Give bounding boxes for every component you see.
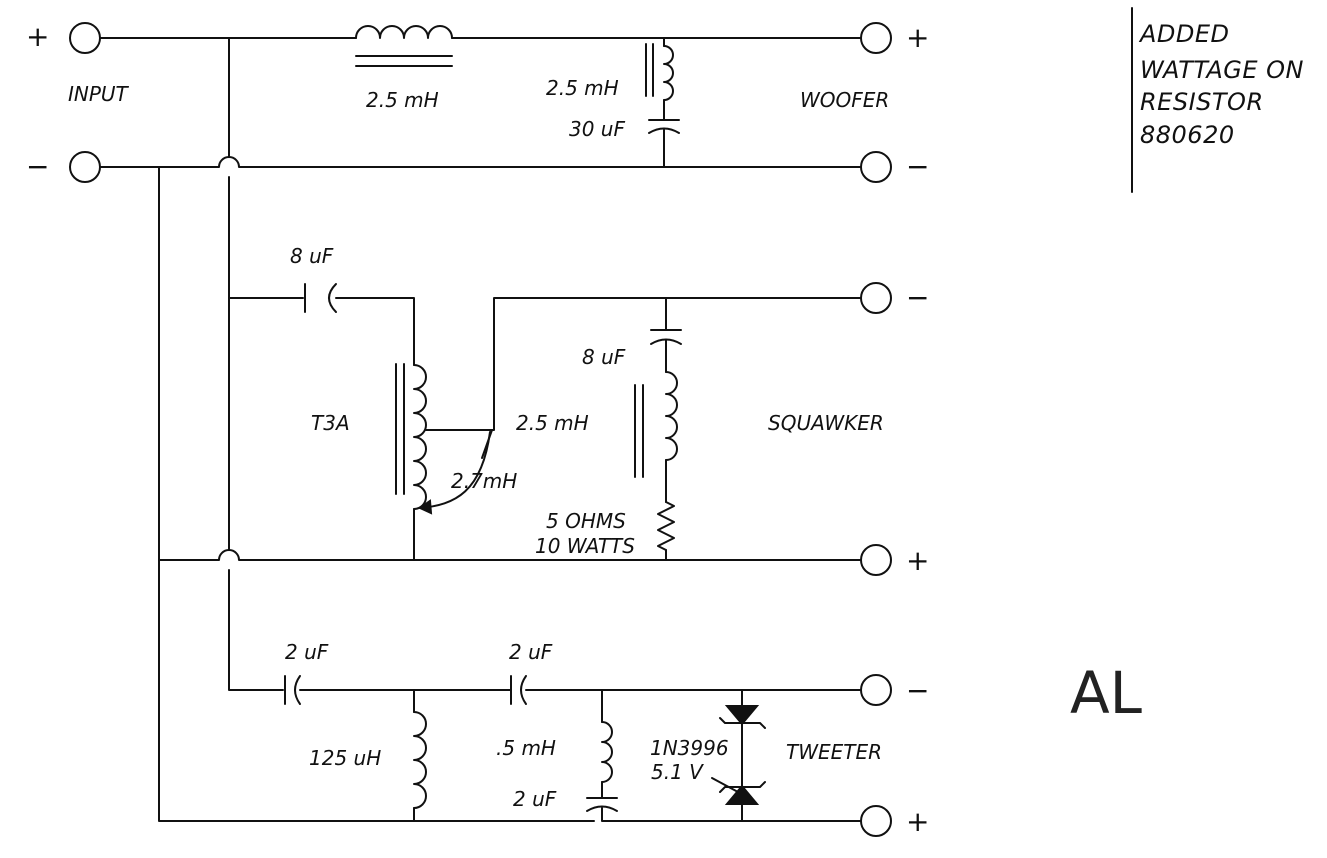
resistor-icon (657, 501, 675, 551)
input-minus-sign: − (26, 150, 49, 183)
tweeter-plus-sign: + (906, 805, 929, 838)
squawker-cap-wire (335, 297, 415, 366)
shunt-inductor-core-icon (645, 43, 654, 97)
transformer-label: T3A (311, 411, 350, 435)
squawker-input-capacitor-label: 8 uF (290, 244, 334, 268)
tweeter-cap3-label: 2 uF (513, 787, 557, 811)
squawker-minus-sign: − (906, 281, 929, 314)
tweeter-cap1-icon (284, 675, 301, 705)
diode-voltage-label: 5.1 V (651, 760, 704, 784)
note-line-4: 880620 (1140, 121, 1235, 149)
tweeter-minus-sign: − (906, 674, 929, 707)
zener-diode-bottom-icon (724, 784, 760, 805)
squawker-minus-terminal (860, 282, 892, 314)
zener-bar-top-icon (719, 717, 766, 729)
tweeter-bottom-wire (601, 807, 862, 822)
diode-part-label: 1N3996 (650, 736, 729, 760)
tap-inductance-label: 2.7mH (451, 469, 517, 493)
note-line-3: RESISTOR (1140, 88, 1264, 116)
zener-pointer-line (711, 777, 739, 793)
tweeter-wiring (284, 675, 862, 822)
tweeter-label: TWEETER (786, 740, 882, 764)
squawker-inductor-core-icon (634, 384, 644, 478)
shunt-inductor-icon (663, 45, 674, 101)
tap-arrow-upper (481, 429, 493, 459)
woofer-plus-sign: + (906, 21, 929, 54)
tweeter-plus-terminal (860, 805, 892, 837)
inductor-core-icon (355, 55, 453, 67)
squawker-inductor-label: 2.5 mH (516, 411, 589, 435)
zener-bar-bottom-icon (719, 781, 766, 793)
plus-bus-wire (228, 37, 284, 691)
zener-diode-top-icon (724, 705, 760, 726)
tweeter-cap2-icon (510, 675, 527, 705)
woofer-minus-terminal (860, 151, 892, 183)
squawker-capacitor-label: 8 uF (582, 345, 626, 369)
transformer-coil-icon (413, 364, 427, 510)
resistor-watts-label: 10 WATTS (535, 534, 635, 558)
woofer-minus-sign: − (906, 150, 929, 183)
minus-bus-wire (158, 166, 595, 822)
woofer-capacitor-label: 30 uF (569, 117, 625, 141)
squawker-plus-rail-wire (158, 549, 862, 561)
input-label: INPUT (68, 82, 130, 106)
shunt-inductor-label: 2.5 mH (546, 76, 619, 100)
woofer-wiring (99, 25, 862, 168)
tweeter-125uh-label: 125 uH (309, 746, 381, 770)
input-minus-terminal (69, 151, 101, 183)
input-plus-terminal (69, 22, 101, 54)
bus-wiring (158, 37, 862, 822)
woofer-capacitor-icon (648, 119, 680, 134)
tweeter-cap1-label: 2 uF (285, 640, 329, 664)
tweeter-05mh-inductor-icon (601, 721, 613, 783)
tweeter-cap3-icon (586, 797, 618, 812)
note-line-2: WATTAGE ON (1140, 56, 1304, 84)
handwritten-initials: AL (1070, 659, 1142, 727)
squawker-input-capacitor-icon (304, 283, 337, 313)
tweeter-cap2-label: 2 uF (509, 640, 553, 664)
note-line-1: ADDED (1138, 20, 1230, 48)
squawker-label: SQUAWKER (768, 411, 884, 435)
series-inductor-icon (355, 25, 453, 39)
tweeter-05mh-label: .5 mH (496, 736, 556, 760)
transformer-core-icon (395, 363, 405, 495)
tweeter-minus-terminal (860, 674, 892, 706)
tap-arrow-head-icon (417, 499, 433, 515)
series-inductor-label: 2.5 mH (366, 88, 439, 112)
resistor-ohms-label: 5 OHMS (546, 509, 626, 533)
woofer-label: WOOFER (800, 88, 889, 112)
woofer-plus-terminal (860, 22, 892, 54)
squawker-wiring (228, 283, 862, 561)
tap-wire (425, 297, 862, 431)
tweeter-125uh-inductor-icon (413, 711, 427, 809)
minus-rail-wire (99, 156, 862, 168)
squawker-plus-sign: + (906, 544, 929, 577)
squawker-inductor-icon (665, 371, 678, 461)
squawker-plus-terminal (860, 544, 892, 576)
input-plus-sign: + (26, 20, 49, 53)
